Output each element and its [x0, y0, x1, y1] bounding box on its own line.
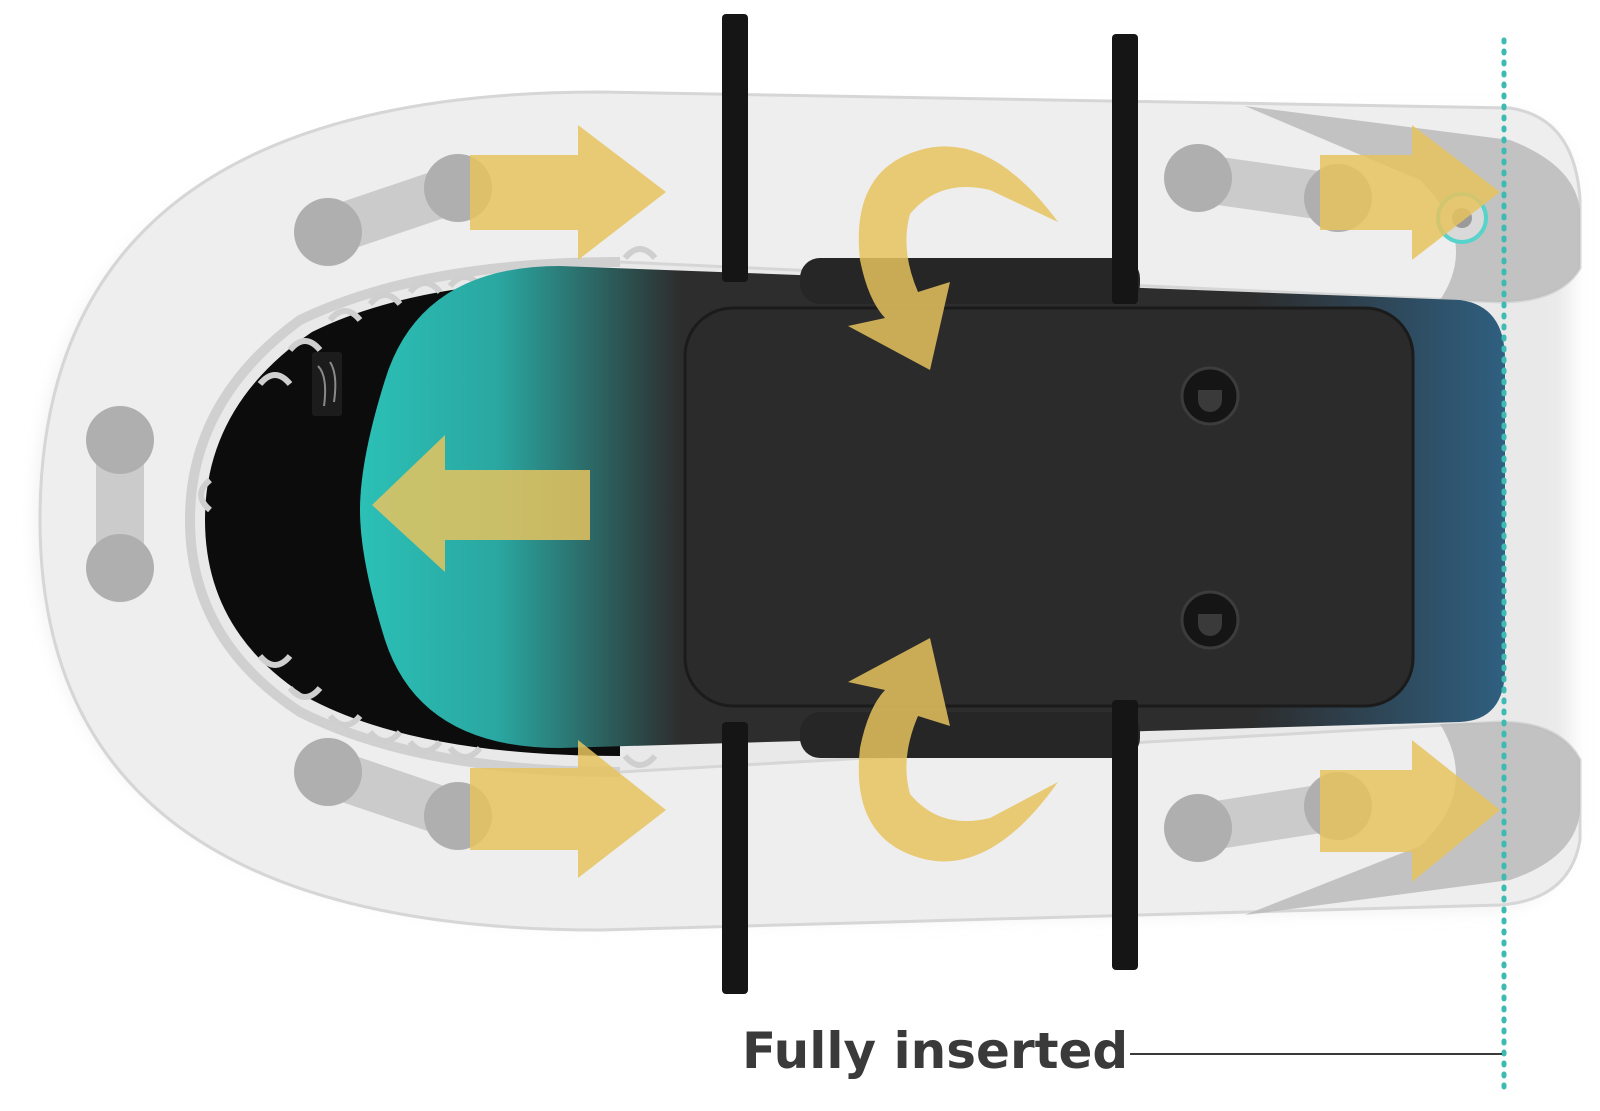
strap-rear-top — [1112, 34, 1138, 304]
lace-loops — [198, 246, 658, 768]
fully-inserted-label: Fully inserted — [742, 1022, 1129, 1080]
tube-end-top — [1245, 106, 1580, 302]
side-pad-bottom — [800, 712, 1140, 758]
arrow-bottom-left — [470, 740, 666, 878]
arrow-center-left — [372, 435, 590, 572]
straps — [722, 14, 1138, 994]
strap-rear-bottom — [1112, 700, 1138, 970]
floor-panel — [683, 258, 1415, 758]
mount-point-bottom — [1180, 590, 1240, 650]
logo-icon — [312, 352, 342, 416]
strap-front-bottom — [722, 722, 748, 994]
mount-point-top — [1180, 366, 1240, 426]
arrow-bottom-right — [1320, 740, 1500, 882]
arrows — [372, 125, 1500, 882]
arrow-top-right — [1320, 125, 1500, 260]
side-pad-top — [800, 258, 1140, 304]
caption-leader-line — [1130, 1053, 1502, 1055]
arrow-curve-bottom — [848, 638, 1058, 862]
handle-left — [86, 406, 154, 602]
strap-front-top — [722, 14, 748, 282]
tube-end-bottom — [1245, 722, 1580, 915]
arrow-curve-top — [848, 146, 1058, 370]
arrow-top-left — [470, 125, 666, 260]
